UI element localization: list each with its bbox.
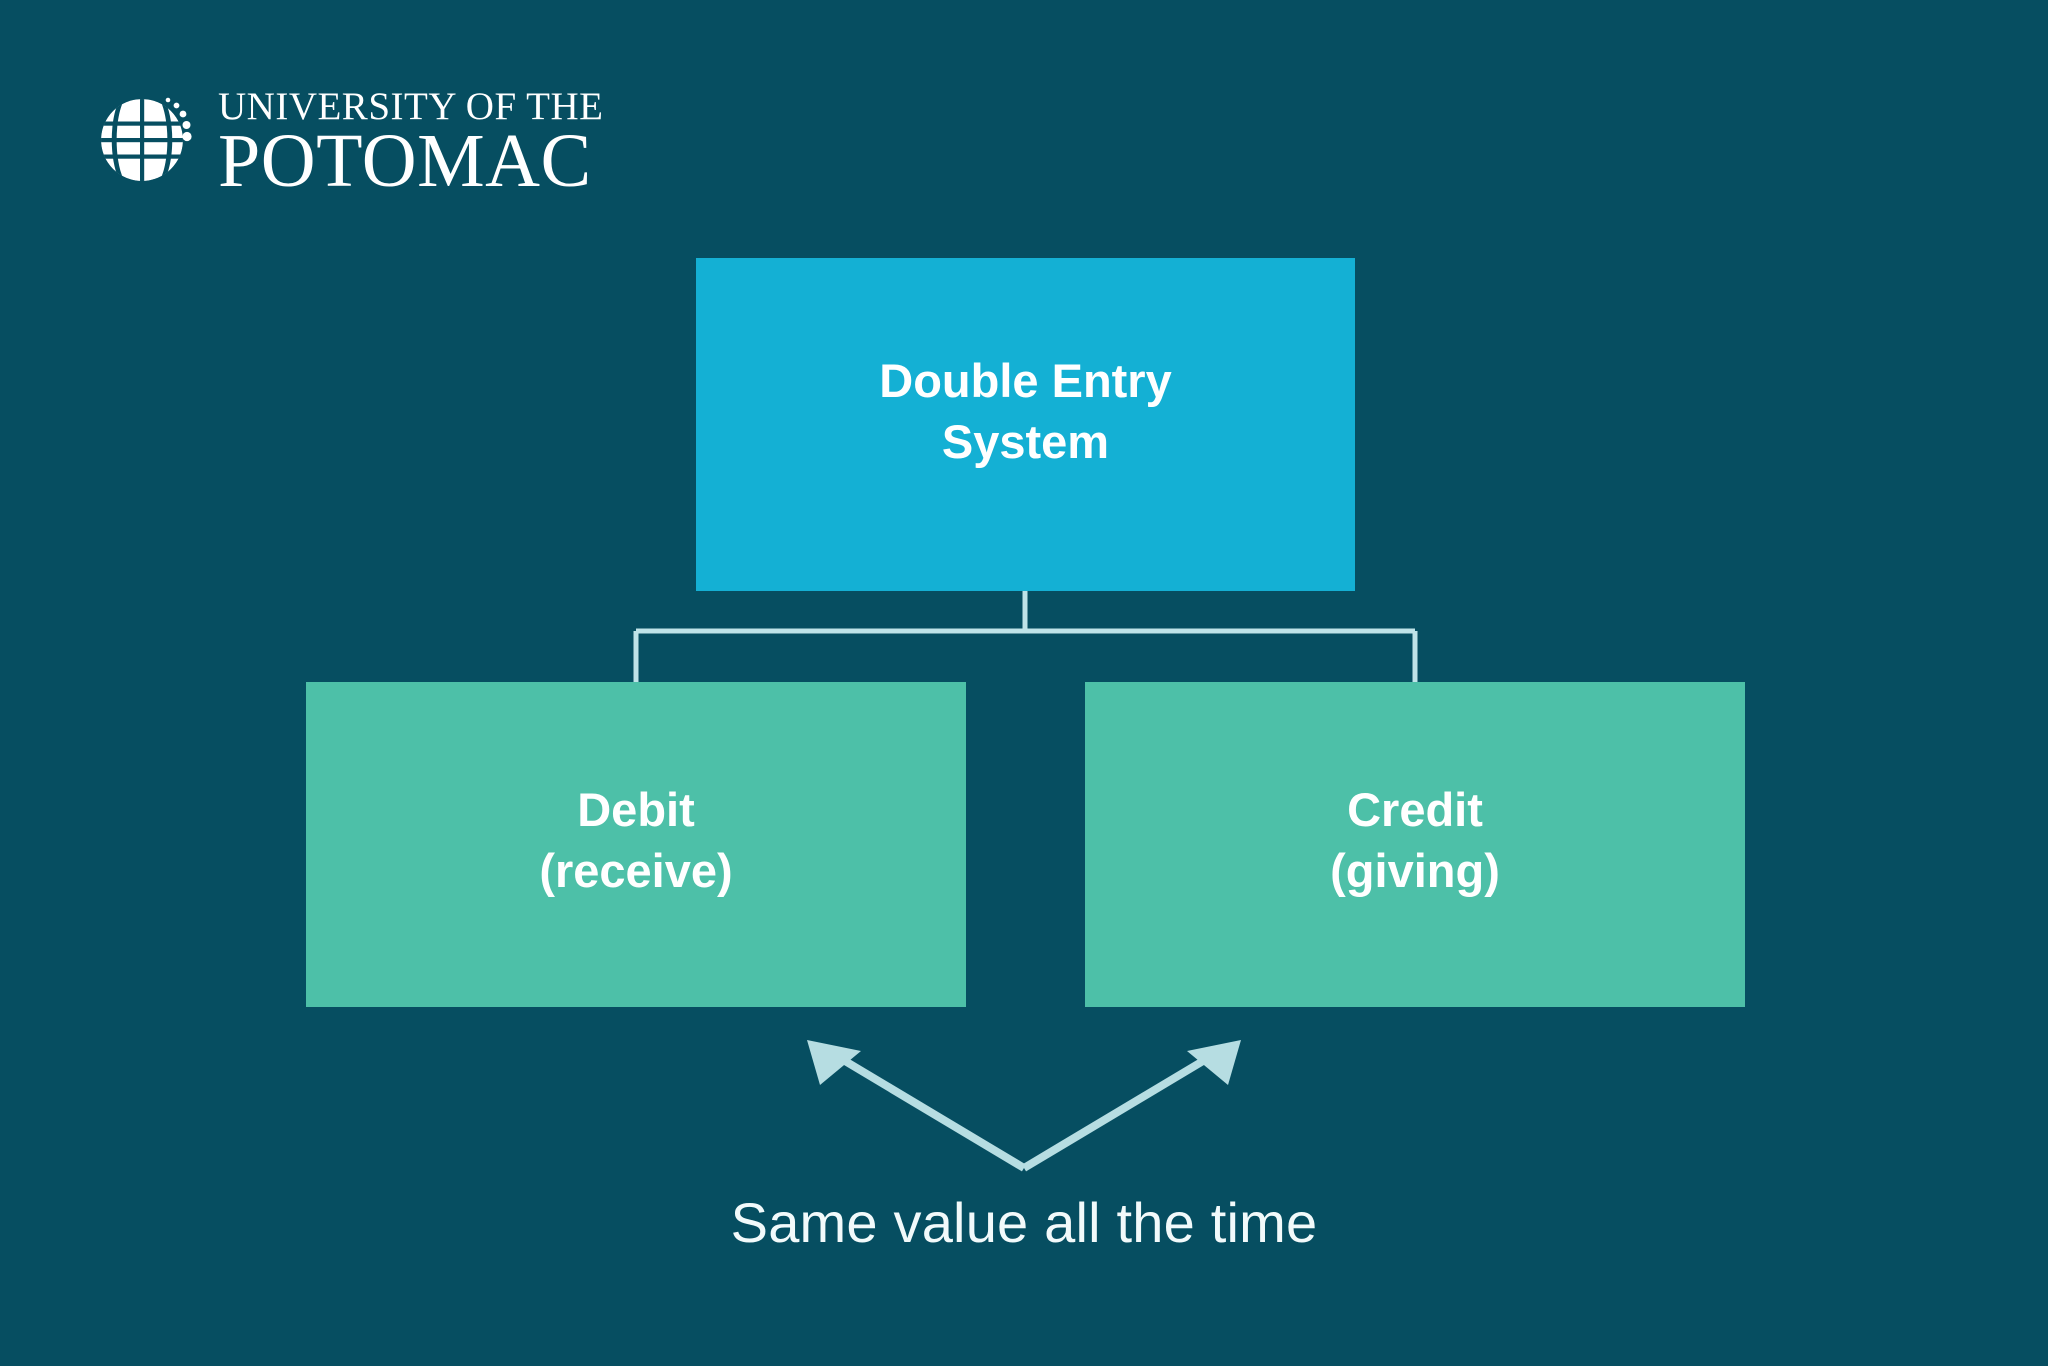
node-credit-label: Credit (giving): [1330, 780, 1500, 900]
node-root-label-line2: System: [941, 414, 1110, 468]
arrow-shaft-left: [837, 1054, 1027, 1172]
logo-wordmark: UNIVERSITY OF THE POTOMAC: [218, 84, 604, 204]
node-double-entry-system[interactable]: Double Entry System: [696, 258, 1355, 591]
node-debit-label-line2: (receive): [539, 843, 733, 897]
logo-line-university: UNIVERSITY OF THE: [218, 85, 604, 128]
arrow-head-right: [1187, 1040, 1241, 1085]
equal-value-arrow: [807, 1040, 1241, 1172]
node-credit-label-line2: (giving): [1330, 843, 1500, 897]
globe-orbit-dots: [165, 97, 192, 142]
caption-same-value: Same value all the time: [730, 1191, 1318, 1254]
node-root-label: Double Entry System: [879, 351, 1171, 471]
arrow-head-left: [807, 1040, 861, 1085]
university-logo: UNIVERSITY OF THE POTOMAC: [96, 84, 604, 204]
arrow-shaft-right: [1021, 1054, 1211, 1172]
node-credit-label-line1: Credit: [1347, 783, 1483, 837]
node-debit-label-line1: Debit: [577, 783, 695, 837]
node-debit-label: Debit (receive): [539, 780, 732, 900]
logo-line-potomac: POTOMAC: [218, 119, 592, 204]
node-credit[interactable]: Credit (giving): [1085, 682, 1745, 1007]
node-debit[interactable]: Debit (receive): [306, 682, 966, 1007]
node-root-label-line1: Double Entry: [879, 354, 1172, 408]
globe-icon: [101, 97, 192, 181]
